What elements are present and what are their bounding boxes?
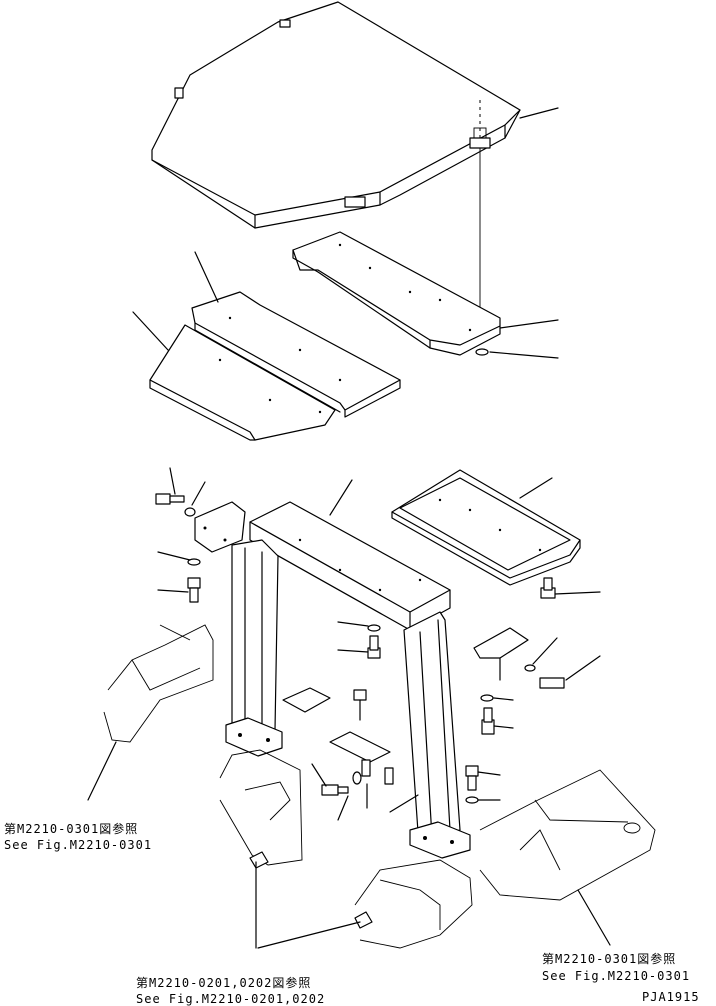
brackets: [194, 501, 529, 785]
floor-plate-right: [292, 231, 559, 359]
reference-right-en: See Fig.M2210-0301: [542, 969, 691, 983]
main-frame: [225, 479, 471, 859]
reference-outline-left-cover: [87, 624, 214, 801]
tray-part: [391, 469, 581, 586]
fasteners: [155, 467, 601, 821]
reference-left-jp: 第M2210-0301図参照: [4, 822, 139, 836]
top-cover-part: [151, 1, 559, 318]
reference-outline-right-frame: [479, 769, 656, 946]
reference-outline-center-base: [219, 749, 303, 949]
reference-right-jp: 第M2210-0301図参照: [542, 952, 677, 966]
floor-plate-left: [132, 251, 401, 441]
reference-outline-bottom-base: [257, 859, 473, 949]
reference-bottom-en: See Fig.M2210-0201,0202: [136, 992, 326, 1006]
reference-bottom-jp: 第M2210-0201,0202図参照: [136, 976, 312, 990]
drawing-code: PJA1915: [642, 990, 700, 1004]
reference-left-en: See Fig.M2210-0301: [4, 838, 153, 852]
